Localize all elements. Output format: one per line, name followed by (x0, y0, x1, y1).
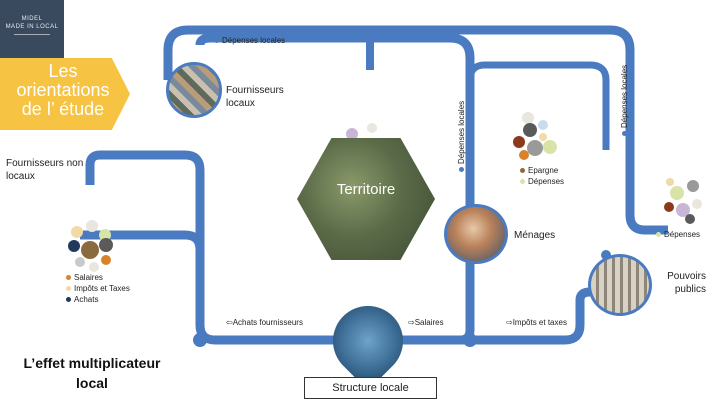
depenses-locales-top: Dépenses locales (214, 36, 285, 45)
pouvoirs-publics-label: Pouvoirs publics (667, 271, 706, 295)
flow-menage-loop (466, 61, 610, 150)
territoire-label: Territoire (336, 181, 396, 198)
flow-right-down (625, 200, 668, 235)
legend-menage: Epargne Dépenses (520, 165, 564, 187)
flow-fournisseurs-non-locaux (85, 150, 205, 250)
pouvoirs-publics-image (588, 254, 652, 316)
flow-left-bottom (18, 305, 200, 340)
flow-outer-loop (163, 25, 635, 200)
logo-line-1: MIDEL (21, 16, 43, 22)
effet-multiplicateur-title: L’effet multiplicateur local (23, 355, 161, 391)
logo: MIDEL MADE IN LOCAL (0, 0, 64, 58)
legend-structure: Salaires Impôts et Taxes Achats (66, 272, 130, 305)
bubbles-publics (664, 178, 702, 224)
legend-structure-item: Impôts et Taxes (66, 283, 130, 294)
menages-label: Ménages (514, 230, 556, 241)
logo-line-2: MADE IN LOCAL (5, 24, 59, 30)
legend-structure-item: Salaires (66, 272, 130, 283)
salaires-flow-label: ⇨Salaires (408, 318, 444, 327)
orientation-title: Les orientations de l’ étude (16, 61, 110, 119)
flow-bottom-loop (80, 230, 360, 345)
structure-locale-label: Structure locale (304, 377, 437, 399)
fournisseurs-locaux-label: Fournisseurs locaux (226, 85, 284, 109)
achats-fournisseurs-label: ⇦Achats fournisseurs (226, 318, 303, 327)
menages-image (444, 204, 508, 264)
depenses-locales-vertical-1: Dépenses locales (457, 101, 466, 172)
depenses-locales-vertical-2: Dépenses locales (620, 65, 629, 136)
impots-taxes-flow-label: ⇨Impôts et taxes (506, 318, 567, 327)
bubbles-structure (68, 220, 113, 272)
legend-structure-item: Achats (66, 294, 130, 305)
depenses-right: Dépenses (656, 230, 700, 239)
bubbles-menage (513, 112, 557, 160)
legend-menage-item: Epargne (520, 165, 564, 176)
fournisseurs-non-locaux-label: Fournisseurs non locaux (6, 158, 84, 182)
fournisseurs-locaux-image (166, 62, 222, 118)
flow-bottom-right (400, 287, 591, 345)
legend-menage-item: Dépenses (520, 176, 564, 187)
orientation-banner (0, 58, 130, 130)
